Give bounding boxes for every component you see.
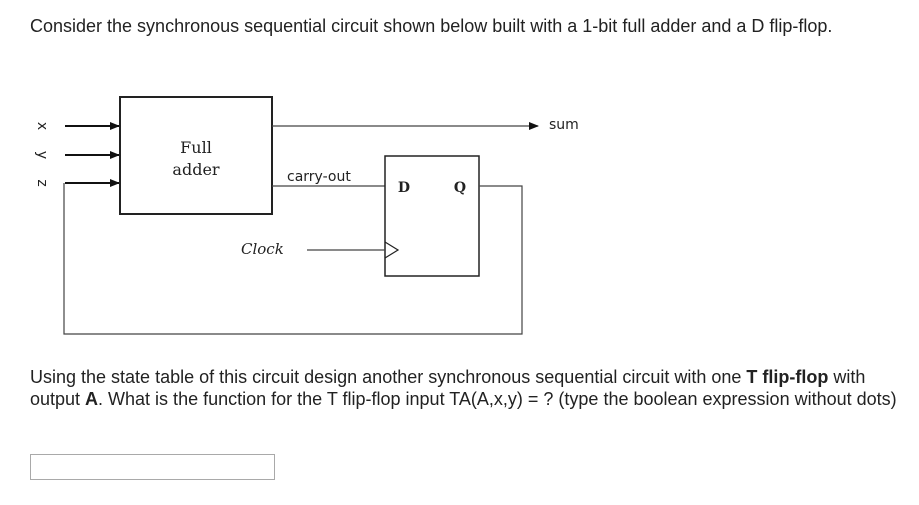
flip-flop-q-label: Q — [454, 180, 466, 196]
full-adder-label-line2: adder — [172, 160, 219, 179]
question-main: Using the state table of this circuit de… — [30, 366, 905, 410]
d-flip-flop-block — [384, 155, 480, 277]
input-y-label: y — [34, 151, 50, 159]
t-flip-flop-emphasis: T flip-flop — [746, 367, 829, 387]
carry-out-label: carry-out — [287, 169, 351, 185]
question-intro: Consider the synchronous sequential circ… — [30, 16, 833, 36]
clock-input-triangle — [384, 241, 400, 259]
input-x-label: x — [34, 122, 50, 130]
answer-input[interactable] — [30, 454, 275, 480]
question-text-part1: Using the state table of this circuit de… — [30, 367, 747, 387]
full-adder-label-line1: Full — [180, 138, 212, 157]
sum-label: sum — [549, 117, 579, 133]
flip-flop-d-label: D — [398, 180, 410, 196]
input-z-label: z — [34, 179, 50, 186]
feedback-wire — [63, 183, 523, 335]
question-text-part2: with output — [30, 367, 866, 409]
full-adder-block — [119, 96, 273, 215]
clock-label: Clock — [241, 240, 284, 258]
output-a-emphasis: A — [85, 389, 99, 409]
question-text-part3: . What is the function for the T flip-fl… — [98, 389, 897, 409]
